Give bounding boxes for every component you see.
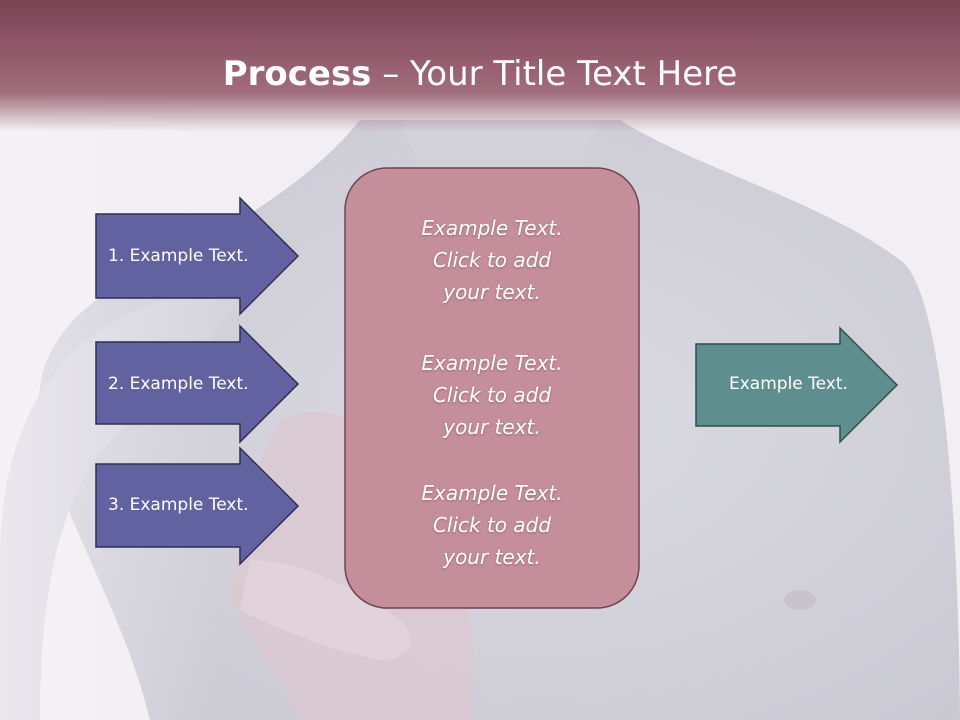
- center-text-3-line-2: Click to add: [432, 513, 552, 537]
- fingers-shape: [240, 560, 411, 660]
- center-text-1-line-1: Example Text.: [421, 216, 563, 240]
- center-text-2-line-2: Click to add: [432, 383, 552, 407]
- right-arrow-label: Example Text.: [729, 374, 848, 394]
- chest-detail: [784, 590, 816, 610]
- right-arrow[interactable]: [695, 326, 899, 444]
- left-arrow-2-label: 2. Example Text.: [108, 374, 249, 394]
- left-arrow-2[interactable]: [95, 324, 300, 444]
- center-text-3-line-3: your text.: [443, 545, 541, 569]
- center-text-block-3: Example Text. Click to add your text.: [346, 477, 638, 573]
- center-text-3-line-1: Example Text.: [421, 481, 563, 505]
- left-arrow-1-label: 1. Example Text.: [108, 246, 249, 266]
- center-text-1-line-3: your text.: [443, 280, 541, 304]
- title-bar: [0, 0, 960, 132]
- center-text-2-line-3: your text.: [443, 415, 541, 439]
- left-arrow-3[interactable]: [95, 446, 300, 566]
- title-bold: Process: [222, 54, 372, 94]
- center-text-block-1: Example Text. Click to add your text.: [346, 212, 638, 308]
- center-text-2-line-1: Example Text.: [421, 351, 563, 375]
- left-arrow-1[interactable]: [95, 196, 300, 316]
- left-arrow-3-label: 3. Example Text.: [108, 495, 249, 515]
- title-rest: – Your Title Text Here: [371, 54, 738, 94]
- center-box[interactable]: [344, 167, 640, 609]
- center-text-block-2: Example Text. Click to add your text.: [346, 347, 638, 443]
- slide-title[interactable]: Process – Your Title Text Here: [0, 52, 960, 96]
- center-text-1-line-2: Click to add: [432, 248, 552, 272]
